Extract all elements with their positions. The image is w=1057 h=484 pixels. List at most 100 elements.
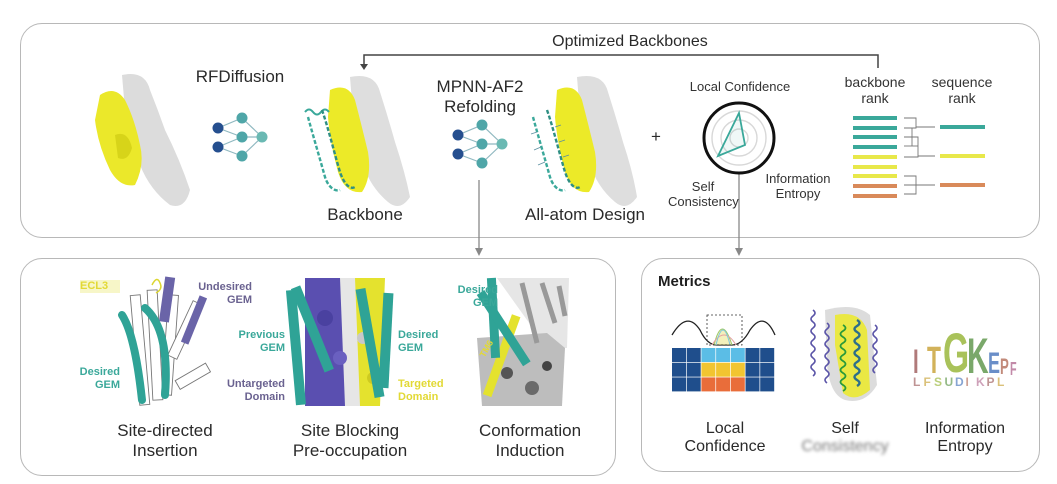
untargeted-domain-label-line2: Domain [244, 390, 285, 403]
desired-gem-label: Desired GEM [398, 329, 448, 354]
site-directed-insertion-title-line1: Site-directed [117, 421, 213, 440]
heatmap-cell [701, 362, 716, 377]
sequence-rank-bar [940, 125, 985, 129]
backbone-rank-bar [853, 193, 897, 198]
logo-letter: F [1009, 358, 1017, 379]
backbone-rank-bar [853, 183, 897, 188]
desired-gem-label-line2: GEM [94, 378, 120, 391]
untargeted-domain-label: Untargeted Domain [210, 378, 285, 403]
sequence-rank-header-line2: rank [948, 90, 976, 107]
desired-gem-label-line2: GEM [398, 341, 424, 354]
previous-gem-label-line2: GEM [259, 341, 285, 354]
radar-right-label-line2: Entropy [775, 185, 821, 201]
desired-gem-label: Desired GEM [60, 366, 120, 391]
information-entropy-label-line2: Entropy [937, 438, 993, 456]
logo-sub-letter: D [955, 375, 964, 390]
previous-gem-label: Previous GEM [225, 329, 285, 354]
radar-left-label-line1: Self [691, 179, 715, 194]
logo-letter: K [966, 328, 989, 384]
heatmap-cell [716, 362, 731, 377]
site-directed-insertion-title-line2: Insertion [132, 440, 198, 460]
heatmap-cell [686, 348, 701, 362]
heatmap-cell [730, 348, 745, 362]
metrics-title: Metrics [658, 273, 711, 290]
heatmap-cell [701, 377, 716, 392]
information-entropy-label: Information Entropy [905, 420, 1025, 457]
backbone-rank-bar [853, 174, 897, 179]
radar-chart-icon [702, 101, 776, 175]
desired-gem-label-line2: GEM [472, 296, 498, 309]
heatmap-cell [730, 362, 745, 377]
heatmap-cell [672, 362, 686, 377]
desired-gem-label: Desired GEM [440, 284, 498, 309]
logo-letter: G [943, 321, 970, 385]
heatmap-cell [716, 348, 731, 362]
heatmap-cell [672, 348, 686, 362]
sequence-rank-header-line1: sequence [931, 74, 993, 90]
logo-letter: I [913, 342, 919, 381]
logo-sub-letter: P [986, 375, 995, 390]
backbone-rank-header: backbone rank [833, 74, 917, 106]
heatmap-cell [672, 377, 686, 392]
site-blocking-title: Site Blocking Pre-occupation [275, 421, 425, 460]
backbone-rank-bar [853, 125, 897, 130]
logo-sub-letter: L [997, 375, 1005, 390]
targeted-domain-label-line2: Domain [398, 390, 439, 403]
heatmap-cell [701, 348, 716, 362]
backbone-rank-header-line2: rank [861, 90, 889, 107]
self-consistency-label-line1: Self [831, 420, 859, 437]
logo-letter: E [987, 347, 1000, 380]
logo-sub-letter: K [976, 375, 985, 390]
all-atom-design-label: All-atom Design [525, 205, 645, 224]
backbone-rank-bar [853, 116, 897, 120]
heatmap-cell [745, 348, 760, 362]
radar-right-label: Information Entropy [758, 171, 838, 202]
heatmap-grid [672, 348, 775, 392]
target-protein-surface [95, 74, 190, 206]
logo-sub-letter: S [934, 375, 943, 390]
plus-sign: + [651, 127, 661, 146]
rfdiffusion-label: RFDiffusion [195, 67, 285, 86]
site-blocking-title-line2: Pre-occupation [292, 440, 408, 460]
heatmap-cell [686, 362, 701, 377]
undesired-gem-label: Undesired GEM [180, 281, 252, 306]
local-confidence-icon [671, 314, 776, 392]
sequence-rank-bar [940, 183, 985, 187]
self-consistency-label: Self Consistency [790, 420, 900, 457]
information-entropy-label-line1: Information [924, 420, 1006, 437]
feedback-label: Optimized Backbones [552, 33, 708, 50]
self-consistency-label-line2: Consistency [801, 438, 889, 456]
conformation-induction-illustration [476, 277, 569, 406]
heatmap-cell [716, 377, 731, 392]
mpnn-af2-label-line2: Refolding [444, 96, 516, 116]
desired-gem-label-line1: Desired [457, 284, 498, 296]
heatmap-cell [730, 377, 745, 392]
radar-right-label-line1: Information [765, 171, 831, 186]
sequence-rank-header: sequence rank [920, 74, 1004, 106]
site-blocking-title-line1: Site Blocking [300, 421, 400, 440]
backbone-rank-bar [853, 154, 897, 159]
desired-gem-label-line1: Desired [398, 329, 439, 341]
heatmap-cell [760, 362, 775, 377]
desired-gem-label-line1: Desired [79, 366, 120, 378]
heatmap-cell [760, 377, 775, 392]
heatmap-cell [745, 362, 760, 377]
ecl3-label: ECL3 [80, 280, 120, 293]
logo-letter: T [927, 339, 942, 382]
mpnn-af2-label: MPNN-AF2 Refolding [420, 77, 540, 116]
local-confidence-label-line2: Confidence [684, 438, 766, 456]
heatmap-cell [745, 377, 760, 392]
site-directed-insertion-title: Site-directed Insertion [95, 421, 235, 460]
local-confidence-label: Local Confidence [670, 420, 780, 457]
logo-sub-letter: U [944, 375, 954, 390]
heatmap-cell [760, 348, 775, 362]
sequence-rank-bar [940, 154, 985, 158]
backbone-structure [304, 76, 410, 206]
site-blocking-illustration [285, 278, 394, 406]
radar-left-label: Self Consistency [668, 179, 739, 210]
self-consistency-icon [810, 306, 878, 401]
undesired-gem-label-line1: Undesired [198, 281, 252, 293]
untargeted-domain-label-line1: Untargeted [226, 378, 285, 390]
heatmap-cell [686, 377, 701, 392]
